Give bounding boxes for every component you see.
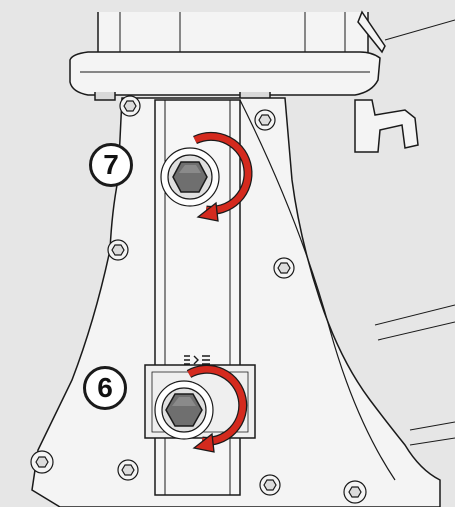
callout-7: 7: [89, 143, 133, 187]
rotation-arrow-icon: [186, 364, 248, 453]
sequence-icon: [184, 355, 210, 365]
upper-housing: [69, 12, 381, 101]
rotation-arrow-icon: [193, 131, 253, 222]
callout-6: 6: [83, 366, 127, 410]
bolt-6: [154, 380, 214, 440]
small-fasteners: [30, 95, 367, 504]
right-bracket: [354, 10, 455, 446]
bolt-7: [160, 147, 220, 207]
